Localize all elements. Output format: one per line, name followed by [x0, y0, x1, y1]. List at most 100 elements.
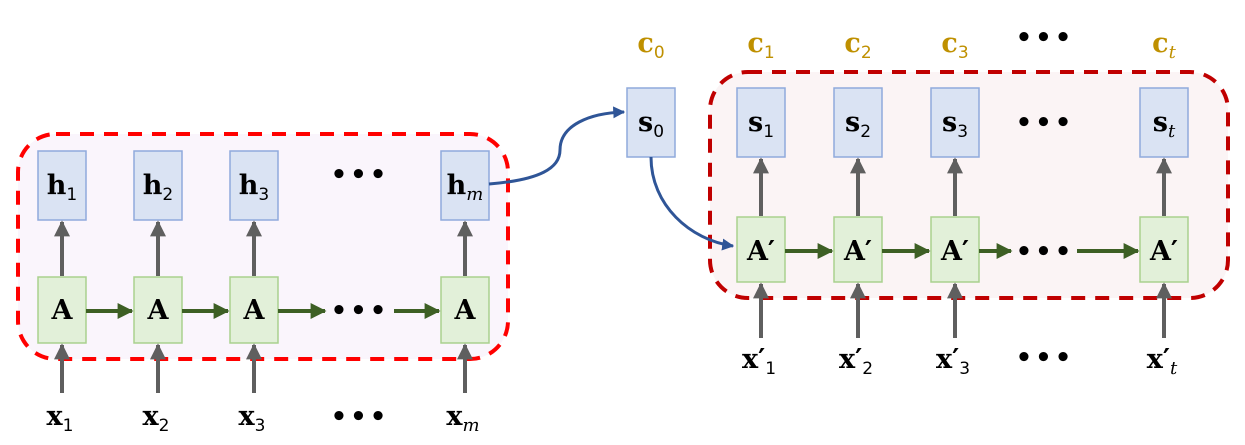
context-label-base: c	[1152, 28, 1168, 59]
hidden-state-ellipsis: •••	[331, 160, 390, 190]
hidden-state-label: h1	[47, 170, 77, 205]
hidden-state-label: hm	[447, 170, 484, 205]
decoder-cell-label: A′	[940, 236, 969, 267]
decoder-cell-label: A′	[1149, 236, 1178, 267]
initial-state-box	[626, 87, 676, 158]
context-label-subscript: 2	[861, 43, 872, 63]
context-label: ct	[1152, 28, 1176, 63]
hidden-state-label-subscript: 1	[66, 185, 77, 205]
context-label-base: c	[844, 28, 860, 59]
context-label-subscript: 3	[958, 43, 969, 63]
context-label-subscript: 1	[764, 43, 775, 63]
encoder-cell-label: A	[51, 295, 74, 326]
decoder-state-label-subscript: 2	[860, 122, 871, 142]
encoder-cell-box	[37, 276, 87, 344]
decoder-state-label: s3	[942, 107, 968, 142]
input-label-base: x	[143, 401, 160, 432]
decoder-state-label-subscript: t	[1168, 121, 1176, 142]
input-label-subscript: 2	[159, 416, 170, 436]
hidden-state-label-base: h	[143, 170, 163, 201]
hidden-state-label: h2	[143, 170, 173, 205]
context-label-base: c	[747, 28, 763, 59]
hidden-state-label-base: h	[239, 170, 259, 201]
input-label-subscript: 1	[63, 416, 74, 436]
decoder-input-ellipsis: •••	[1016, 343, 1075, 373]
input-ellipsis: •••	[331, 402, 390, 432]
decoder-state-label: s1	[748, 107, 774, 142]
encoder-to-decoder-arrow	[488, 106, 626, 186]
decoder-state-box	[736, 87, 786, 158]
context-label: c0	[637, 28, 664, 63]
decoder-state-label-subscript: 3	[957, 122, 968, 142]
context-label: c1	[747, 28, 774, 63]
context-label-subscript: t	[1169, 42, 1177, 63]
encoder-cell-label: A	[454, 295, 477, 326]
decoder-state-box	[833, 87, 883, 158]
decoder-input-label-subscript: 3	[959, 359, 970, 379]
decoder-state-ellipsis: •••	[1016, 108, 1075, 138]
input-label-base: x	[47, 401, 64, 432]
decoder-cell-box	[1139, 216, 1189, 283]
decoder: s0c0s1A′x′1c1s2A′x′2c2s3A′x′3c3stA′x′tct…	[626, 23, 1189, 379]
input-label-base: x	[239, 401, 256, 432]
context-label-subscript: 0	[654, 43, 665, 63]
decoder-state-label-subscript: 1	[763, 122, 774, 142]
decoder-state-box	[1139, 87, 1189, 158]
input-label-subscript: 3	[255, 416, 266, 436]
decoder-input-label: x′2	[839, 344, 873, 379]
initial-state-label-subscript: 0	[653, 122, 664, 142]
decoder-input-label: x′3	[936, 344, 970, 379]
input-label: x1	[47, 401, 74, 436]
input-label-base: x	[446, 401, 463, 432]
context-label: c3	[941, 28, 968, 63]
input-label: x2	[143, 401, 170, 436]
hidden-state-label: h3	[239, 170, 269, 205]
hidden-state-label-subscript: 2	[162, 185, 173, 205]
hidden-state-label-subscript: 3	[258, 185, 269, 205]
decoder-cell-ellipsis: •••	[1016, 237, 1075, 267]
decoder-input-label: x′t	[1147, 344, 1178, 379]
decoder-input-label-base: x′	[936, 344, 959, 375]
encoder-cell-label: A	[243, 295, 266, 326]
hidden-state-label-base: h	[47, 170, 67, 201]
decoder-input-label-base: x′	[742, 344, 765, 375]
initial-state-arrow	[649, 156, 735, 251]
decoder-state-box	[930, 87, 980, 158]
context-label: c2	[844, 28, 871, 63]
decoder-cell-label: A′	[746, 236, 775, 267]
input-label: xm	[446, 401, 479, 436]
decoder-input-label-subscript: t	[1170, 358, 1178, 379]
decoder-state-label-base: s	[1153, 107, 1168, 138]
hidden-state-box	[133, 150, 183, 221]
encoder-cell-label: A	[147, 295, 170, 326]
decoder-input-label: x′1	[742, 344, 776, 379]
input-label: x3	[239, 401, 266, 436]
decoder-state-label-base: s	[942, 107, 957, 138]
decoder-state-label: s2	[845, 107, 871, 142]
encoder-cell-box	[440, 276, 490, 344]
hidden-state-label-base: h	[447, 170, 467, 201]
decoder-cell-box	[736, 216, 786, 283]
hidden-state-box	[37, 150, 87, 221]
context-label-base: c	[941, 28, 957, 59]
decoder-input-label-subscript: 1	[765, 359, 776, 379]
context-ellipsis: •••	[1016, 23, 1075, 53]
decoder-input-label-base: x′	[839, 344, 862, 375]
context-label-base: c	[637, 28, 653, 59]
initial-state-label: s0	[638, 107, 664, 142]
initial-state-label-base: s	[638, 107, 653, 138]
input-label-subscript: m	[463, 415, 480, 436]
decoder-state-label-base: s	[845, 107, 860, 138]
decoder-state-label-base: s	[748, 107, 763, 138]
hidden-state-label-subscript: m	[466, 184, 483, 205]
encoder-cell-box	[229, 276, 279, 344]
cell-ellipsis: •••	[331, 296, 390, 326]
hidden-state-box	[229, 150, 279, 221]
decoder-input-label-subscript: 2	[862, 359, 873, 379]
decoder-cell-label: A′	[843, 236, 872, 267]
hidden-state-box	[440, 150, 490, 221]
decoder-cell-box	[930, 216, 980, 283]
encoder-cell-box	[133, 276, 183, 344]
